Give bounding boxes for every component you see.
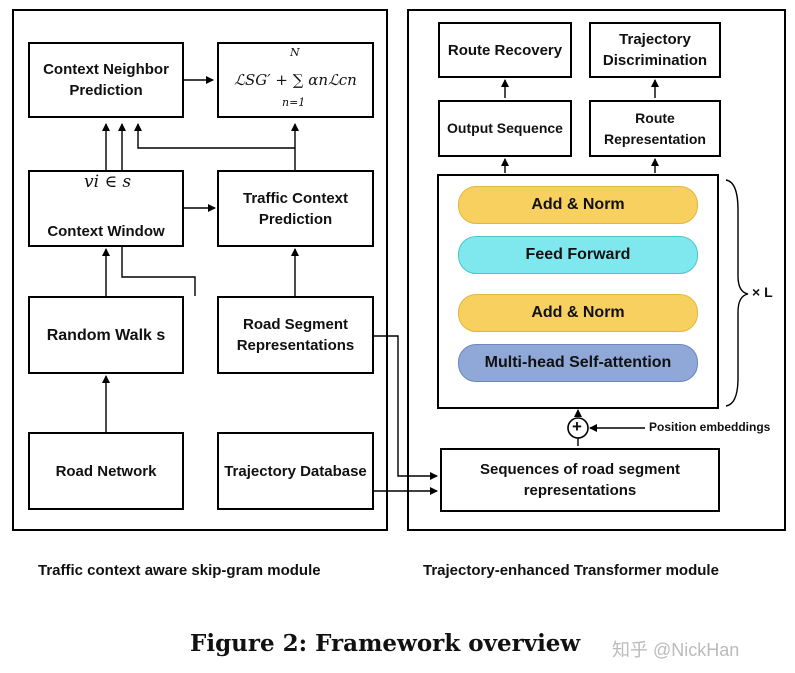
left-module-caption: Traffic context aware skip-gram module bbox=[38, 562, 321, 579]
trajectory-database-box: Trajectory Database bbox=[217, 432, 374, 510]
loss-formula-box: ℒSG′ + ∑ αnℒcn bbox=[217, 42, 374, 118]
road-segment-representations-box: Road Segment Representations bbox=[217, 296, 374, 374]
route-recovery-label: Route Recovery bbox=[447, 41, 563, 59]
traffic-context-prediction-box: Traffic Context Prediction bbox=[217, 170, 374, 247]
route-recovery-box: Route Recovery bbox=[438, 22, 572, 78]
add-norm-bottom-label: Add & Norm bbox=[531, 304, 625, 321]
context-neighbor-prediction-box: Context Neighbor Prediction bbox=[28, 42, 184, 118]
add-norm-top-label: Add & Norm bbox=[531, 196, 625, 213]
sequences-box: Sequences of road segment representation… bbox=[440, 448, 720, 512]
right-module-panel bbox=[407, 9, 786, 531]
random-walk-box: Random Walk s bbox=[28, 296, 184, 374]
repeat-label: × L bbox=[752, 284, 773, 300]
context-window-label: Context Window bbox=[47, 223, 165, 240]
sum-lower-limit: n=1 bbox=[282, 96, 306, 109]
traffic-context-prediction-label: Traffic Context Prediction bbox=[242, 189, 348, 228]
plus-symbol: + bbox=[572, 417, 582, 436]
output-sequence-label: Output Sequence bbox=[447, 120, 563, 136]
trajectory-database-label: Trajectory Database bbox=[224, 462, 367, 480]
context-neighbor-prediction-label: Context Neighbor Prediction bbox=[43, 61, 169, 99]
position-embeddings-label: Position embeddings bbox=[649, 420, 771, 434]
loss-formula: ℒSG′ + ∑ αnℒcn bbox=[234, 70, 357, 89]
multi-head-self-attention-label: Multi-head Self-attention bbox=[484, 354, 672, 371]
road-segment-representations-label: Road Segment Representations bbox=[236, 316, 355, 354]
context-window-symbol: vi ∈ s bbox=[84, 172, 132, 192]
figure-title: Figure 2: Framework overview bbox=[190, 630, 581, 657]
feed-forward-label: Feed Forward bbox=[525, 246, 631, 263]
multi-head-self-attention: Multi-head Self-attention bbox=[458, 344, 698, 382]
trajectory-discrimination-label: Trajectory Discrimination bbox=[602, 31, 708, 69]
random-walk-label: Random Walk s bbox=[46, 326, 166, 344]
road-network-label: Road Network bbox=[55, 462, 157, 480]
left-module-panel bbox=[12, 9, 388, 531]
context-window-box: Context Window bbox=[28, 170, 184, 247]
right-module-caption: Trajectory-enhanced Transformer module bbox=[423, 562, 719, 579]
watermark: 知乎 @NickHan bbox=[612, 640, 740, 660]
add-norm-top: Add & Norm bbox=[458, 186, 698, 224]
add-norm-bottom: Add & Norm bbox=[458, 294, 698, 332]
route-representation-label: Route Representation bbox=[604, 109, 706, 147]
route-representation-box: Route Representation bbox=[589, 100, 721, 157]
road-network-box: Road Network bbox=[28, 432, 184, 510]
output-sequence-box: Output Sequence bbox=[438, 100, 572, 157]
sequences-label: Sequences of road segment representation… bbox=[479, 461, 681, 499]
feed-forward: Feed Forward bbox=[458, 236, 698, 274]
trajectory-discrimination-box: Trajectory Discrimination bbox=[589, 22, 721, 78]
sum-upper-limit: N bbox=[290, 46, 300, 59]
